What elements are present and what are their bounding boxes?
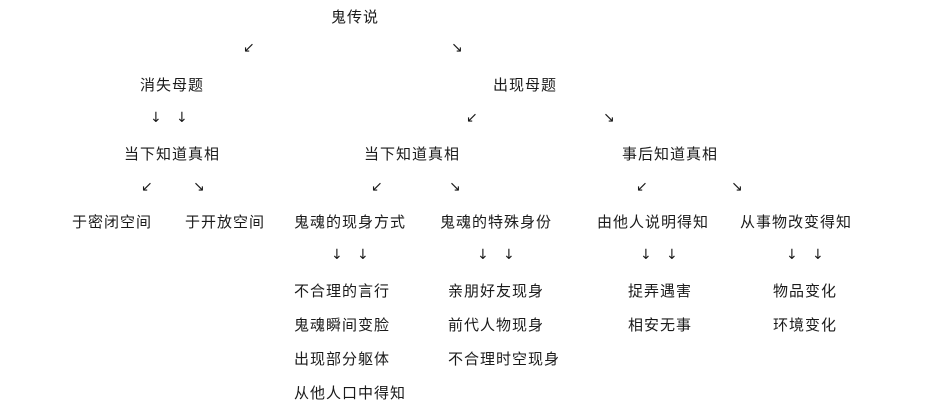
node-appear-know-now: 当下知道真相 [363,145,461,163]
node-appear-motif: 出现母题 [492,76,558,94]
leaf-objects-2: 环境变化 [773,316,838,334]
arrow-l2c-right: ↘ [731,179,743,195]
arrow-identity-down-2: ↓ [503,247,515,263]
leaf-method-2: 鬼魂瞬间变脸 [294,316,391,334]
node-from-object-change: 从事物改变得知 [740,213,853,231]
leaf-identity-3: 不合理时空现身 [448,350,561,368]
node-ghost-appearance-method: 鬼魂的现身方式 [294,213,407,231]
arrow-l2c-left: ↙ [636,179,648,195]
leaf-told-1: 捉弄遇害 [628,282,693,300]
leaf-identity-1: 亲朋好友现身 [448,282,545,300]
arrow-told-down-1: ↓ [640,247,652,263]
arrow-root-left: ↙ [243,40,255,56]
arrow-identity-down-1: ↓ [477,247,489,263]
leaf-method-1: 不合理的言行 [294,282,391,300]
node-appear-know-after: 事后知道真相 [621,145,719,163]
node-ghost-special-identity: 鬼魂的特殊身份 [440,213,553,231]
arrow-root-right: ↘ [451,40,463,56]
arrow-disappear-down-2: ↓ [176,110,188,126]
node-disappear-motif: 消失母题 [139,76,205,94]
leaf-method-3: 出现部分躯体 [294,350,391,368]
arrow-appear-right: ↘ [603,110,615,126]
arrow-method-down-2: ↓ [357,247,369,263]
arrow-l2b-right: ↘ [449,179,461,195]
arrow-l2b-left: ↙ [371,179,383,195]
arrow-disappear-down-1: ↓ [150,110,162,126]
leaf-method-4: 从他人口中得知 [294,384,407,402]
node-closed-space: 于密闭空间 [72,213,153,231]
root-node: 鬼传说 [330,8,380,26]
arrow-told-down-2: ↓ [666,247,678,263]
leaf-told-2: 相安无事 [628,316,693,334]
arrow-l2a-left: ↙ [141,179,153,195]
arrow-objects-down-1: ↓ [786,247,798,263]
arrow-appear-left: ↙ [466,110,478,126]
arrow-method-down-1: ↓ [331,247,343,263]
node-told-by-others: 由他人说明得知 [597,213,710,231]
node-disappear-know-now: 当下知道真相 [123,145,221,163]
arrow-objects-down-2: ↓ [812,247,824,263]
leaf-objects-1: 物品变化 [773,282,838,300]
arrow-l2a-right: ↘ [193,179,205,195]
node-open-space: 于开放空间 [185,213,266,231]
leaf-identity-2: 前代人物现身 [448,316,545,334]
